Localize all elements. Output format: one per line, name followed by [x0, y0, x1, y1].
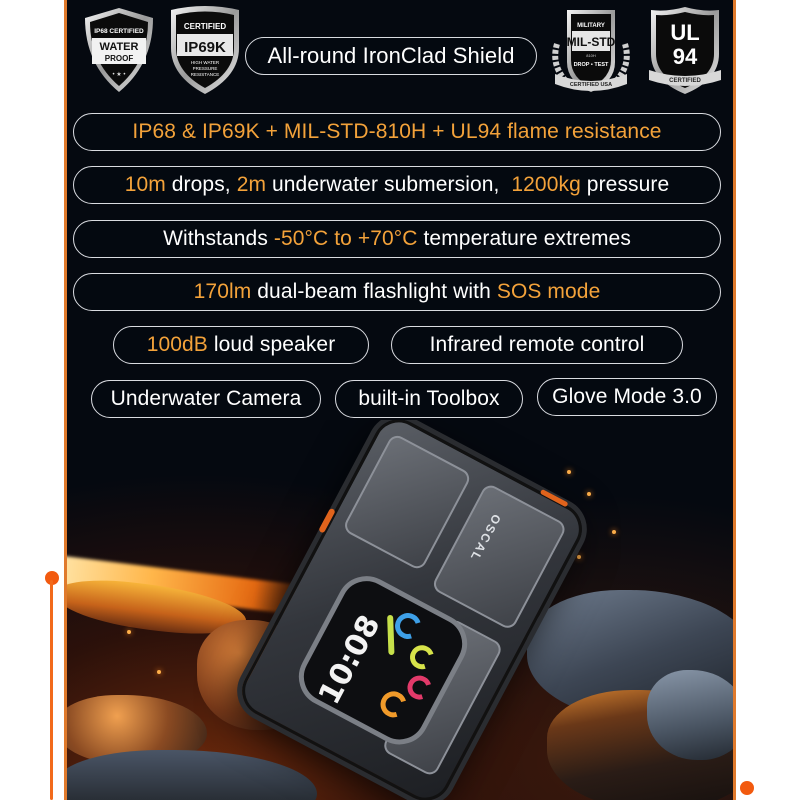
svg-text:CERTIFIED USA: CERTIFIED USA [570, 82, 612, 88]
rugged-phone: OSCAL 10:08 [232, 420, 592, 800]
ip69k-badge: CERTIFIED IP69K HIGH WATER PRESSURE RESI… [165, 4, 245, 96]
toolbox-text: built-in Toolbox [358, 387, 500, 410]
phone-orange-accent [318, 507, 336, 534]
rock [647, 670, 733, 760]
svg-text:810H: 810H [586, 53, 596, 58]
speaker-pill: 100dB loud speaker [113, 326, 369, 364]
phone-body: OSCAL 10:08 [232, 420, 592, 800]
temperature-suffix: temperature extremes [417, 227, 631, 250]
shield-icon: MILITARY MIL-STD 810H DROP • TEST CERTIF… [552, 10, 630, 92]
svg-text:CERTIFIED: CERTIFIED [184, 22, 226, 31]
activity-ring [403, 671, 436, 704]
svg-text:PROOF: PROOF [105, 54, 134, 63]
mil-std-badge: MILITARY MIL-STD 810H DROP • TEST CERTIF… [545, 4, 637, 96]
glove-mode-pill: Glove Mode 3.0 [537, 378, 717, 416]
camera-pill: Underwater Camera [91, 380, 321, 418]
activity-ring [405, 640, 439, 674]
glove-mode-text: Glove Mode 3.0 [552, 385, 702, 408]
drop-text: drops, [165, 173, 237, 196]
feature-panel: IP68 CERTIFIED WATER PROOF • ★ • CERTIFI… [64, 0, 736, 800]
temperature-prefix: Withstands [163, 227, 274, 250]
drop-value: 10m [124, 173, 166, 196]
flashlight-pill: 170lm dual-beam flashlight with SOS mode [73, 273, 721, 311]
speaker-text: loud speaker [207, 333, 336, 356]
svg-text:IP68 CERTIFIED: IP68 CERTIFIED [94, 28, 144, 35]
timeline-line-left [50, 580, 53, 800]
svg-text:RESISTANCE: RESISTANCE [191, 72, 219, 77]
shield-icon: CERTIFIED IP69K HIGH WATER PRESSURE RESI… [171, 6, 239, 94]
ember [127, 630, 131, 634]
ember [612, 530, 616, 534]
lava-rock-scene: OSCAL 10:08 [67, 420, 733, 800]
ul94-badge: UL 94 CERTIFIED [643, 4, 727, 96]
activity-ring [390, 608, 426, 644]
shield-icon: UL 94 CERTIFIED [649, 7, 721, 94]
temperature-pill: Withstands -50°C to +70°C temperature ex… [73, 220, 721, 258]
svg-text:IP69K: IP69K [184, 39, 226, 56]
svg-text:MIL-STD: MIL-STD [567, 35, 616, 49]
toolbox-pill: built-in Toolbox [335, 380, 523, 418]
screen-clock: 10:08 [311, 609, 388, 711]
ember [577, 555, 581, 559]
flashlight-text: dual-beam flashlight with [251, 280, 497, 303]
ember [567, 470, 571, 474]
temperature-range: -50°C to +70°C [273, 227, 418, 250]
svg-text:CERTIFIED: CERTIFIED [669, 78, 701, 84]
camera-text: Underwater Camera [110, 387, 302, 410]
headline-text: All-round IronClad Shield [267, 43, 515, 68]
svg-text:94: 94 [673, 44, 698, 69]
infrared-text: Infrared remote control [429, 333, 645, 356]
pressure-value: 1200kg [511, 173, 581, 196]
ember [587, 492, 591, 496]
svg-text:DROP • TEST: DROP • TEST [574, 62, 609, 68]
speaker-value: 100dB [146, 333, 208, 356]
certifications-pill: IP68 & IP69K + MIL-STD-810H + UL94 flame… [73, 113, 721, 151]
timeline-dot-right [740, 781, 754, 795]
shield-icon: IP68 CERTIFIED WATER PROOF • ★ • [85, 8, 153, 92]
ember [157, 670, 161, 674]
headline-pill: All-round IronClad Shield [245, 37, 537, 75]
svg-text:UL: UL [670, 20, 699, 45]
activity-ring [375, 686, 412, 722]
timeline-dot-left [45, 571, 59, 585]
svg-text:WATER: WATER [100, 41, 139, 53]
pressure-text: pressure [580, 173, 670, 196]
svg-text:• ★ •: • ★ • [113, 71, 126, 78]
svg-text:PRESSURE: PRESSURE [193, 66, 218, 71]
flashlight-lumens: 170lm [193, 280, 252, 303]
svg-text:HIGH WATER: HIGH WATER [191, 60, 220, 65]
durability-pill: 10m drops, 2m underwater submersion, 120… [73, 166, 721, 204]
infrared-pill: Infrared remote control [391, 326, 683, 364]
waterproof-badge: IP68 CERTIFIED WATER PROOF • ★ • [79, 4, 159, 96]
submersion-text: underwater submersion, [266, 173, 512, 196]
flashlight-mode: SOS mode [496, 280, 601, 303]
svg-text:MILITARY: MILITARY [577, 23, 605, 29]
certifications-text: IP68 & IP69K + MIL-STD-810H + UL94 flame… [132, 120, 662, 143]
submersion-value: 2m [236, 173, 267, 196]
